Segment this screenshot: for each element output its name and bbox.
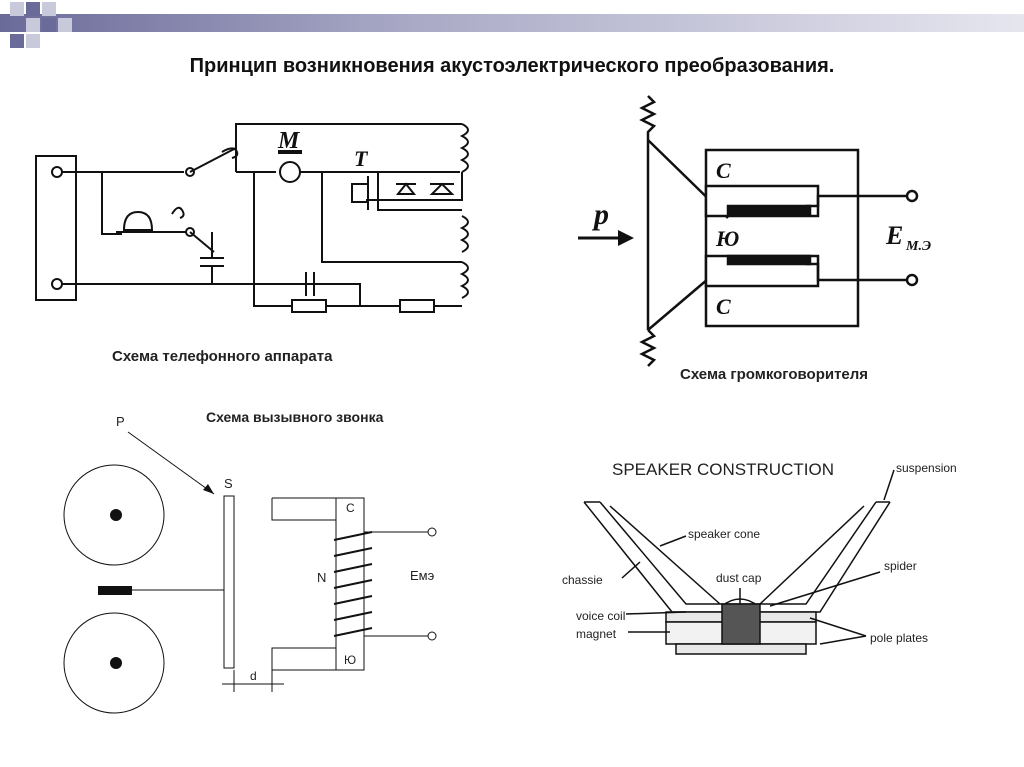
output-terminal-top [905,189,919,203]
resistor-1 [291,299,327,313]
resistor-2 [399,299,435,313]
label-voice-coil: voice coil [576,609,625,623]
microphone-symbol [279,161,301,183]
transformer-coil-bottom [459,261,469,299]
telephone-diagram: M T Схема телефонного аппарата [35,123,469,365]
label-speaker-cone: speaker cone [688,527,760,541]
label-spider: spider [884,559,917,573]
bell-s-label: S [224,476,233,491]
pressure-label: p [591,198,609,231]
transformer-coil-mid [459,215,469,253]
speaker-construction-diagram: SPEAKER CONSTRUCTION [562,460,957,655]
bell-c-label: С [346,501,355,515]
speaker-cone-line [609,505,721,605]
electromagnet-coil [333,531,373,637]
receiver-label: T [354,146,369,171]
bell-disc-top [63,464,165,566]
voice-coil-top [726,204,812,216]
bell-terminal-top [427,527,437,537]
bell-terminal-bottom [427,631,437,641]
spring-top [639,95,657,140]
microphone-label: M [277,128,301,154]
header-gradient-bar [0,14,1024,32]
label-suspension: suspension [896,461,957,475]
telephone-caption: Схема телефонного аппарата [112,348,333,365]
terminal-block [35,155,77,301]
diode-1 [395,182,417,195]
pressure-arrow-icon [618,230,634,246]
label-pole-plates: pole plates [870,631,928,645]
voice-coil-bottom [726,254,812,266]
bell-disc-bottom [63,612,165,714]
label-magnet: magnet [576,627,617,641]
transformer-coil-top [459,123,469,173]
pole-label-bottom: C [716,294,731,319]
bell-yu-label: Ю [344,653,356,667]
output-terminal-bottom [905,273,919,287]
bell-emf-label: Емэ [410,568,435,583]
terminal-top [51,166,63,178]
pole-label-core: Ю [715,226,739,251]
bell-n-label: N [317,570,326,585]
emf-subscript: М.Э [905,239,931,254]
chassis-outline [583,501,891,613]
bell-symbol [122,210,154,231]
loudspeaker-caption: Схема громкоговорителя [680,366,868,383]
bell-d-label: d [250,669,257,683]
hammer-bar [98,586,132,595]
emf-label: E [885,221,903,250]
pole-label-top: C [716,158,731,183]
receiver-symbol [351,183,369,203]
bell-caption: Схема вызывного звонка [206,409,384,425]
terminal-bottom [51,278,63,290]
corner-squares-icon [10,2,72,48]
construction-title: SPEAKER CONSTRUCTION [612,460,834,479]
label-chassie: chassie [562,573,603,587]
spring-bottom [639,329,657,367]
pole-plate-bottom [675,643,807,655]
page-title: Принцип возникновения акустоэлектрическо… [189,55,835,77]
loudspeaker-diagram: p C Ю C E М.Э Схема громкоговорителя [578,95,931,383]
label-dust-cap: dust cap [716,571,762,585]
bell-diagram: Схема вызывного звонка P [63,409,437,714]
electromagnet-core [271,497,365,671]
bell-p-label: P [116,414,125,429]
voice-coil-block [721,603,761,645]
magnet-housing [704,148,860,328]
armature-plate [223,495,235,669]
diode-2 [429,182,455,195]
